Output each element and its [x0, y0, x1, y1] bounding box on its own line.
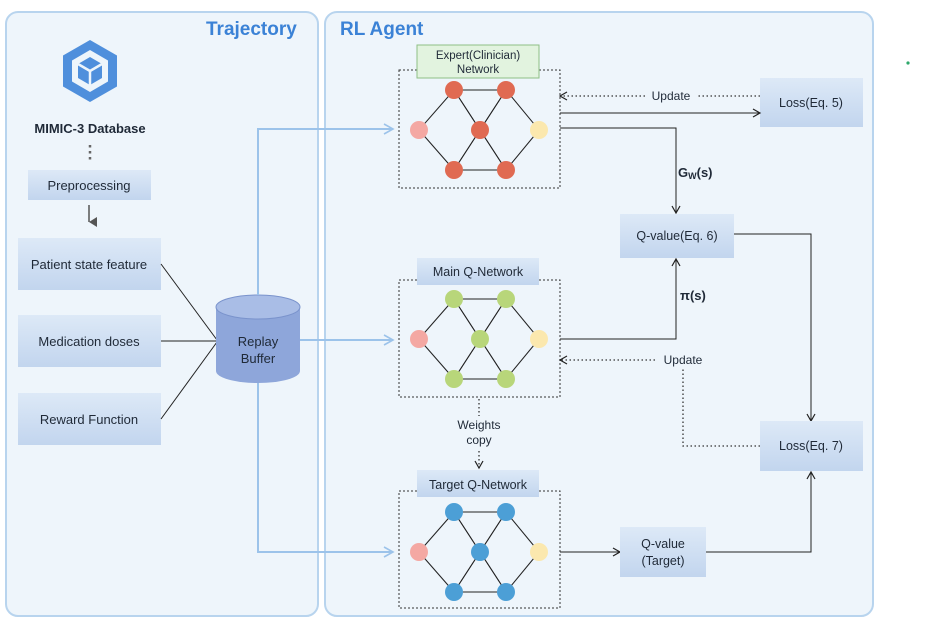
main-network-graph	[410, 290, 548, 388]
replay-buffer-label-1: Replay	[238, 334, 279, 349]
expert-network-label-box	[416, 44, 540, 79]
weights-copy-label-1: Weights	[457, 418, 500, 432]
target-hidden-node	[445, 503, 463, 521]
feature-box-reward	[18, 393, 161, 445]
qvalue-target-label-1: Q-value	[641, 537, 685, 551]
qvalue6-label: Q-value(Eq. 6)	[636, 229, 717, 243]
main-input-node	[410, 330, 428, 348]
preprocessing-box	[28, 170, 151, 200]
expert-hidden-node	[471, 121, 489, 139]
cube-logo-icon	[63, 40, 117, 102]
target-hidden-node	[445, 583, 463, 601]
feature-box-patient-state	[18, 238, 161, 290]
target-hidden-node	[497, 583, 515, 601]
replay-buffer-label-2: Buffer	[241, 351, 276, 366]
qvalue6-to-loss7-arrow	[734, 233, 816, 423]
target-hidden-node	[497, 503, 515, 521]
target-network-label-box	[417, 470, 539, 497]
connector-reward-buffer	[160, 341, 218, 420]
feature-label-patient-state: Patient state feature	[31, 257, 147, 272]
expert-to-qvalue6-arrow	[560, 127, 681, 215]
target-hidden-node	[471, 543, 489, 561]
main-hidden-node	[445, 370, 463, 388]
rl-agent-title: RL Agent	[340, 19, 424, 40]
update-top-label: Update	[652, 89, 691, 103]
expert-network-graph	[410, 81, 548, 179]
expert-hidden-node	[445, 161, 463, 179]
database-label: MIMIC-3 Database	[34, 121, 145, 136]
main-network-label: Main Q-Network	[433, 265, 524, 279]
flow-buffer-to-target	[257, 383, 395, 558]
expert-network-label-1: Expert(Clinician)	[436, 50, 521, 62]
update-bottom-label: Update	[664, 353, 703, 367]
expert-output-node	[530, 121, 548, 139]
target-network-graph	[410, 503, 548, 601]
target-network-label: Target Q-Network	[429, 478, 528, 492]
loss7-box	[760, 421, 863, 471]
update-bottom-line	[682, 368, 760, 447]
expert-hidden-node	[497, 161, 515, 179]
qvalue-target-box	[620, 527, 706, 577]
main-network-label-box	[417, 258, 539, 285]
feature-box-medication	[18, 315, 161, 367]
flow-buffer-to-expert	[257, 123, 395, 295]
loss7-label: Loss(Eq. 7)	[779, 439, 843, 453]
main-hidden-node	[497, 370, 515, 388]
loss5-box	[760, 78, 863, 127]
target-output-node	[530, 543, 548, 561]
gw-label: GW(s)	[678, 165, 713, 181]
qvalue-target-to-loss7-arrow	[706, 470, 816, 553]
pi-label: π(s)	[680, 288, 706, 303]
connector-patient-buffer	[160, 263, 218, 341]
rl-agent-panel	[324, 11, 874, 617]
main-hidden-node	[471, 330, 489, 348]
expert-input-node	[410, 121, 428, 139]
preprocessing-label: Preprocessing	[47, 178, 130, 193]
trajectory-panel	[5, 11, 319, 617]
weights-copy-label-2: copy	[466, 433, 491, 447]
expert-hidden-node	[445, 81, 463, 99]
expert-network-label-2: Network	[457, 64, 499, 76]
stray-dot	[906, 61, 910, 65]
qvalue6-box	[620, 214, 734, 258]
expert-hidden-node	[497, 81, 515, 99]
main-output-node	[530, 330, 548, 348]
loss5-label: Loss(Eq. 5)	[779, 96, 843, 110]
target-input-node	[410, 543, 428, 561]
main-to-qvalue6-arrow	[560, 257, 681, 340]
feature-label-reward: Reward Function	[40, 412, 138, 427]
main-hidden-node	[497, 290, 515, 308]
replay-buffer-cylinder	[215, 294, 301, 383]
qvalue-target-label-2: (Target)	[641, 554, 684, 568]
feature-label-medication: Medication doses	[38, 334, 140, 349]
main-hidden-node	[445, 290, 463, 308]
trajectory-title: Trajectory	[206, 19, 297, 40]
